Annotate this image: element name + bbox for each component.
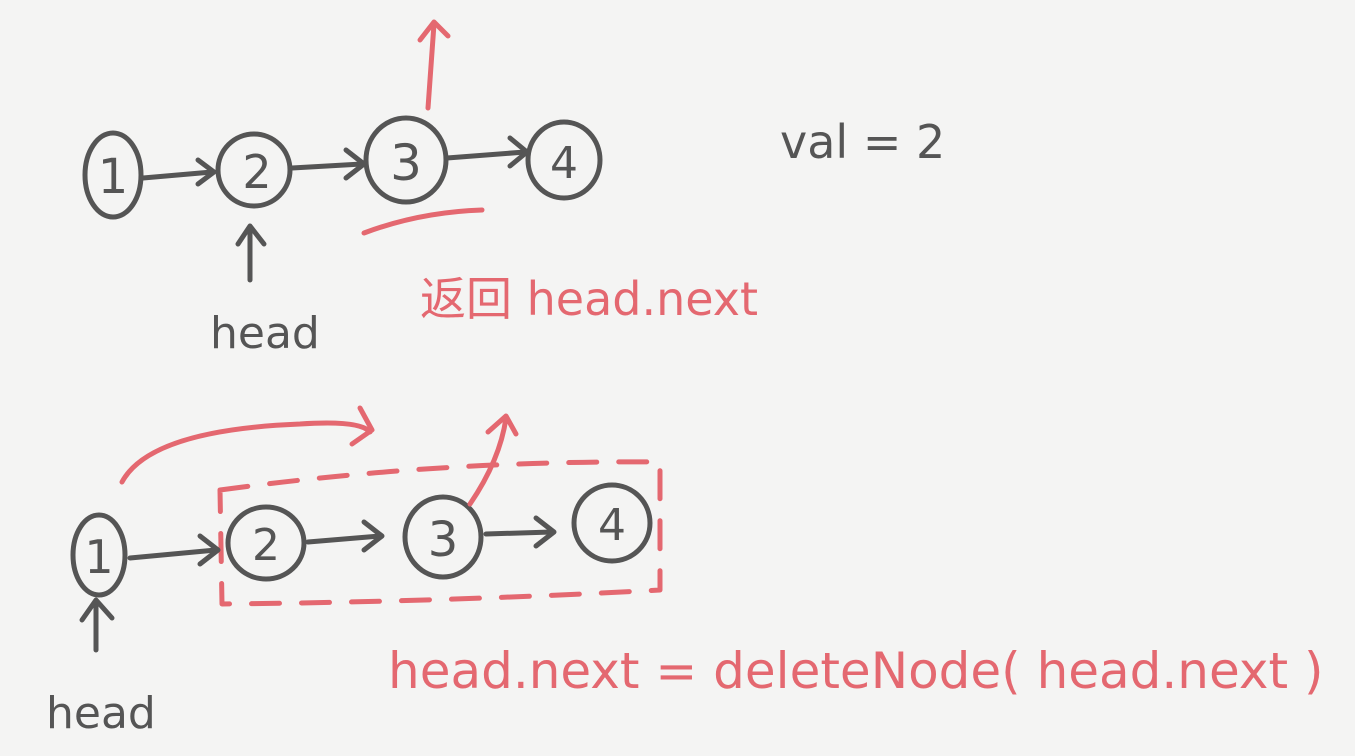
bottom-arrow-2-3: [305, 519, 385, 553]
top-return-label: 返回 head.next: [420, 272, 758, 326]
bottom-node-2-value: 2: [252, 520, 280, 571]
bottom-node-1: 1: [70, 512, 128, 598]
top-node-4-value: 4: [550, 138, 578, 189]
top-head-pointer-arrow: [235, 223, 267, 283]
bottom-node-3-value: 3: [428, 512, 459, 568]
top-node-1-value: 1: [98, 149, 129, 205]
bottom-head-pointer-arrow: [79, 597, 115, 653]
top-node-3-value: 3: [390, 134, 422, 192]
bottom-arrow-1-2: [127, 533, 221, 567]
bottom-node-4: 4: [571, 482, 653, 564]
bottom-head-label: head: [46, 688, 156, 739]
top-list: 1 2 3 4 head: [82, 19, 945, 359]
bottom-list: 1 2 3 4: [46, 405, 1323, 739]
top-node-2-value: 2: [242, 145, 271, 199]
recursion-curve-arrow: [119, 405, 375, 485]
bottom-node-2: 2: [225, 504, 307, 582]
val-label: val = 2: [780, 115, 945, 169]
top-node-3-underline: [361, 207, 485, 236]
top-node-2: 2: [215, 131, 293, 209]
top-arrow-1-2: [140, 157, 217, 187]
bottom-node-1-value: 1: [84, 530, 113, 584]
bottom-arrow-3-4: [483, 515, 557, 549]
top-arrow-2-3: [289, 147, 367, 181]
top-arrow-3-4: [444, 135, 530, 169]
top-node-1: 1: [82, 130, 144, 220]
sublist-dashed-box: [217, 459, 663, 607]
top-head-label: head: [210, 308, 320, 359]
bottom-node-4-value: 4: [598, 500, 626, 551]
top-node-3-removed-arrow: [417, 19, 451, 111]
top-node-4: 4: [525, 119, 603, 201]
recursion-formula: head.next = deleteNode( head.next ): [388, 642, 1323, 700]
bottom-node-3-removed-arrow: [467, 413, 519, 507]
bottom-node-3: 3: [402, 494, 484, 580]
top-node-3: 3: [363, 115, 449, 205]
